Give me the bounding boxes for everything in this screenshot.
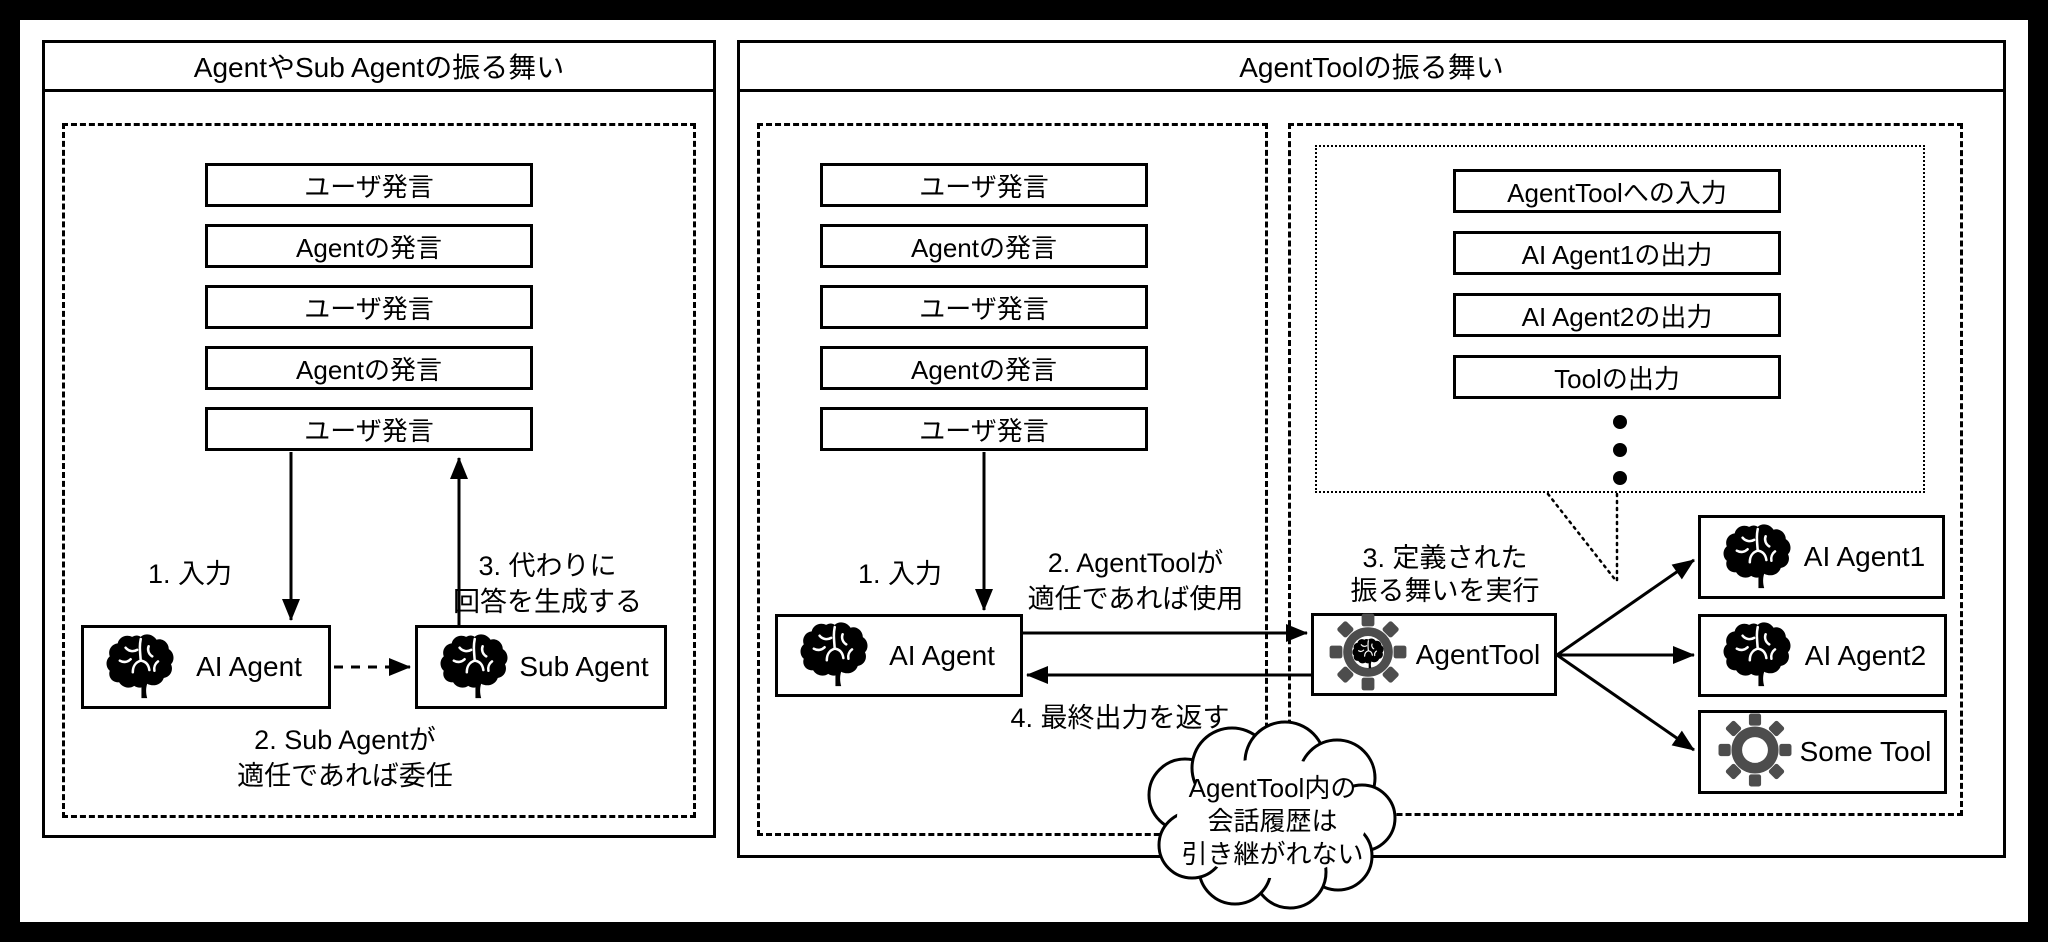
agenttool-dashed-box <box>1288 123 1963 816</box>
left-sub-agent-label: Sub Agent <box>519 651 649 682</box>
middle-message-agent-2: Agentの発言 <box>820 346 1148 390</box>
middle-label-use: 2. AgentToolが 適任であれば使用 <box>1008 545 1263 617</box>
ai-agent1-label: AI Agent1 <box>1803 541 1926 572</box>
middle-label-use-line1: 2. AgentToolが <box>1047 548 1224 578</box>
brain-icon <box>438 629 510 706</box>
left-sub-agent-box: Sub Agent <box>415 625 667 709</box>
agenttool-box: AgentTool <box>1311 613 1557 696</box>
ai-agent1-box: AI Agent1 <box>1698 515 1945 599</box>
left-message-user-2: ユーザ発言 <box>205 285 533 329</box>
agenttool-label-execute-line1: 3. 定義された <box>1362 543 1528 573</box>
brain-icon <box>1721 617 1793 694</box>
ai-agent2-label: AI Agent2 <box>1804 639 1927 671</box>
some-tool-label: Some Tool <box>1799 736 1932 767</box>
agenttool-label-execute-line2: 振る舞いを実行 <box>1350 576 1540 606</box>
left-label-respond-line2: 回答を生成する <box>453 587 642 617</box>
middle-message-agent-1: Agentの発言 <box>820 224 1148 268</box>
bubble-item-agent2-output: AI Agent2の出力 <box>1453 293 1781 337</box>
left-label-delegate: 2. Sub Agentが 適任であれば委任 <box>215 722 475 794</box>
brain-icon <box>1721 519 1793 596</box>
middle-message-user-1: ユーザ発言 <box>820 163 1148 207</box>
middle-history-dashed-box <box>757 123 1268 836</box>
left-message-agent-2: Agentの発言 <box>205 346 533 390</box>
left-history-dashed-box <box>62 123 696 818</box>
left-ai-agent-label: AI Agent <box>196 651 302 682</box>
middle-message-user-2: ユーザ発言 <box>820 285 1148 329</box>
left-label-respond: 3. 代わりに 回答を生成する <box>450 548 645 620</box>
brain-icon <box>798 617 870 694</box>
bubble-item-tool-output: Toolの出力 <box>1453 355 1781 399</box>
agenttool-label-execute: 3. 定義された 振る舞いを実行 <box>1330 542 1560 608</box>
left-message-user-1: ユーザ発言 <box>205 163 533 207</box>
gear-icon <box>1717 712 1793 793</box>
cloud-note-line3: 引き継がれない <box>1181 839 1364 869</box>
gear-brain-icon <box>1328 612 1408 697</box>
bubble-item-agent1-output: AI Agent1の出力 <box>1453 231 1781 275</box>
middle-label-input: 1. 入力 <box>857 559 943 589</box>
cloud-note-line2: 会話履歴は <box>1207 806 1338 836</box>
bubble-item-input: AgentToolへの入力 <box>1453 169 1781 213</box>
left-label-delegate-line1: 2. Sub Agentが <box>254 725 436 755</box>
left-message-agent-1: Agentの発言 <box>205 224 533 268</box>
brain-icon <box>104 629 176 706</box>
cloud-note-text: AgentTool内の 会話履歴は 引き継がれない <box>1150 772 1395 871</box>
agenttool-bubble-box <box>1315 145 1925 493</box>
some-tool-box: Some Tool <box>1698 710 1947 794</box>
panel-agenttool-title: AgentToolの振る舞い <box>740 43 2003 92</box>
cloud-note-line1: AgentTool内の <box>1188 773 1357 803</box>
panel-agent-subagent-title: AgentやSub Agentの振る舞い <box>45 43 713 92</box>
left-ai-agent-box: AI Agent <box>81 625 331 709</box>
left-label-delegate-line2: 適任であれば委任 <box>237 761 453 791</box>
middle-label-return: 4. 最終出力を返す <box>1010 703 1230 733</box>
middle-ai-agent-box: AI Agent <box>775 614 1023 697</box>
agenttool-label: AgentTool <box>1415 638 1541 670</box>
ai-agent2-box: AI Agent2 <box>1698 614 1947 697</box>
left-label-input: 1. 入力 <box>147 559 233 589</box>
middle-message-user-3: ユーザ発言 <box>820 407 1148 451</box>
left-message-user-3: ユーザ発言 <box>205 407 533 451</box>
middle-label-use-line2: 適任であれば使用 <box>1027 584 1244 614</box>
left-label-respond-line1: 3. 代わりに <box>478 551 617 581</box>
middle-ai-agent-label: AI Agent <box>889 639 995 671</box>
